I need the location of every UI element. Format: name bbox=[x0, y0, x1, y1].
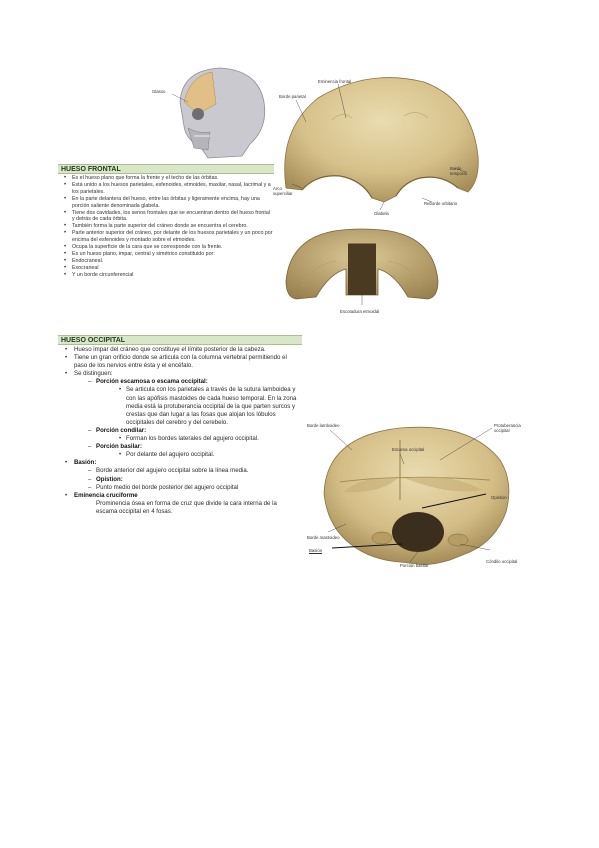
label-escama-occipital: Escama occipital bbox=[392, 447, 425, 452]
label-glabela: Glabela bbox=[374, 211, 389, 216]
escamosa-text: Se articula con los parietales a través … bbox=[62, 386, 298, 426]
frontal-bullet: También forma la parte superior del crán… bbox=[62, 223, 274, 230]
frontal-bullet: Endocraneal. bbox=[62, 258, 274, 265]
frontal-bullet: Ocupa la superficie de la cara que se co… bbox=[62, 244, 274, 251]
skull-lateral-image bbox=[150, 62, 272, 160]
frontal-bullet-list: Es el hueso plano que forma la frente y … bbox=[62, 175, 274, 279]
label-porcion-basilar: Porción basilar bbox=[400, 563, 429, 568]
label-borde-mastoideo: Borde mastoideo bbox=[307, 535, 340, 540]
occipital-bone-image bbox=[300, 420, 532, 568]
occipital-bullet: Se distinguen: bbox=[62, 370, 298, 378]
frontal-title: HUESO FRONTAL bbox=[58, 164, 274, 174]
frontal-bone-inferior-image bbox=[282, 225, 442, 310]
eminencia-text: Prominencia ósea en forma de cruz que di… bbox=[96, 499, 277, 515]
label-borde-temporal: Borde temporal bbox=[450, 166, 467, 176]
label-arco-superciliar: Arco superciliar bbox=[273, 186, 293, 196]
basilar-title: Porción basilar: bbox=[96, 443, 143, 451]
basion-text: Borde anterior del agujero occipital sob… bbox=[62, 467, 298, 475]
basion-title: Basión: bbox=[74, 459, 97, 467]
label-borde-lamboideo: Borde lamboideo bbox=[307, 423, 340, 428]
frontal-bullet: Parte anterior superior del cráneo, por … bbox=[62, 230, 274, 244]
label-opistion: Opistion bbox=[491, 495, 507, 500]
frontal-bullet: En la parte delantera del hueso, entre l… bbox=[62, 196, 274, 210]
frontal-bullet: Es el hueso plano que forma la frente y … bbox=[62, 175, 274, 182]
label-condilo-occipital: Cóndilo occipital bbox=[486, 559, 518, 564]
label-eminencia-frontal: Eminencia frontal bbox=[318, 79, 352, 84]
eminencia-title: Eminencia cruciforme bbox=[74, 491, 138, 499]
opistion-title: Opistion: bbox=[96, 475, 123, 483]
label-borde-parietal: Borde parietal bbox=[279, 94, 306, 99]
escamosa-title: Porción escamosa o escama occipital: bbox=[96, 378, 208, 386]
label-protuberancia-occipital: Protuberancia occipital bbox=[494, 423, 521, 433]
skull-label: Glasso bbox=[152, 89, 166, 94]
label-foramen-magnum: Foramen magnum bbox=[409, 519, 427, 529]
frontal-bullet: Y un borde circunferencial bbox=[62, 272, 274, 279]
frontal-bullet: Es un hueso plano, impar, central y simé… bbox=[62, 251, 274, 258]
frontal-bone-anterior-image bbox=[272, 70, 490, 216]
label-basion: Basión bbox=[309, 548, 323, 553]
basilar-text: Por delante del agujero occipital. bbox=[62, 451, 298, 459]
frontal-bullet: Tiene dos cavidades, los senos frontales… bbox=[62, 210, 274, 224]
opistion-text: Punto medio del borde posterior del aguj… bbox=[62, 484, 298, 492]
occipital-bullet: Tiene un gran orificio donde se articula… bbox=[62, 354, 298, 370]
condilar-title: Porción condilar: bbox=[96, 426, 147, 434]
frontal-bullet: Exocraneal bbox=[62, 265, 274, 272]
label-escotadura-etmoidal: Escotadura etmoidal bbox=[340, 309, 380, 314]
occipital-content: Hueso impar del cráneo que constituye el… bbox=[62, 346, 298, 516]
occipital-bullet: Hueso impar del cráneo que constituye el… bbox=[62, 346, 298, 354]
occipital-title: HUESO OCCIPITAL bbox=[58, 335, 302, 345]
frontal-bullet: Está unido a los huesos parietales, esfe… bbox=[62, 182, 274, 196]
label-reborde-orbitario: Reborde orbitario bbox=[424, 201, 458, 206]
condilar-text: Forman los bordes laterales del agujero … bbox=[62, 435, 298, 443]
